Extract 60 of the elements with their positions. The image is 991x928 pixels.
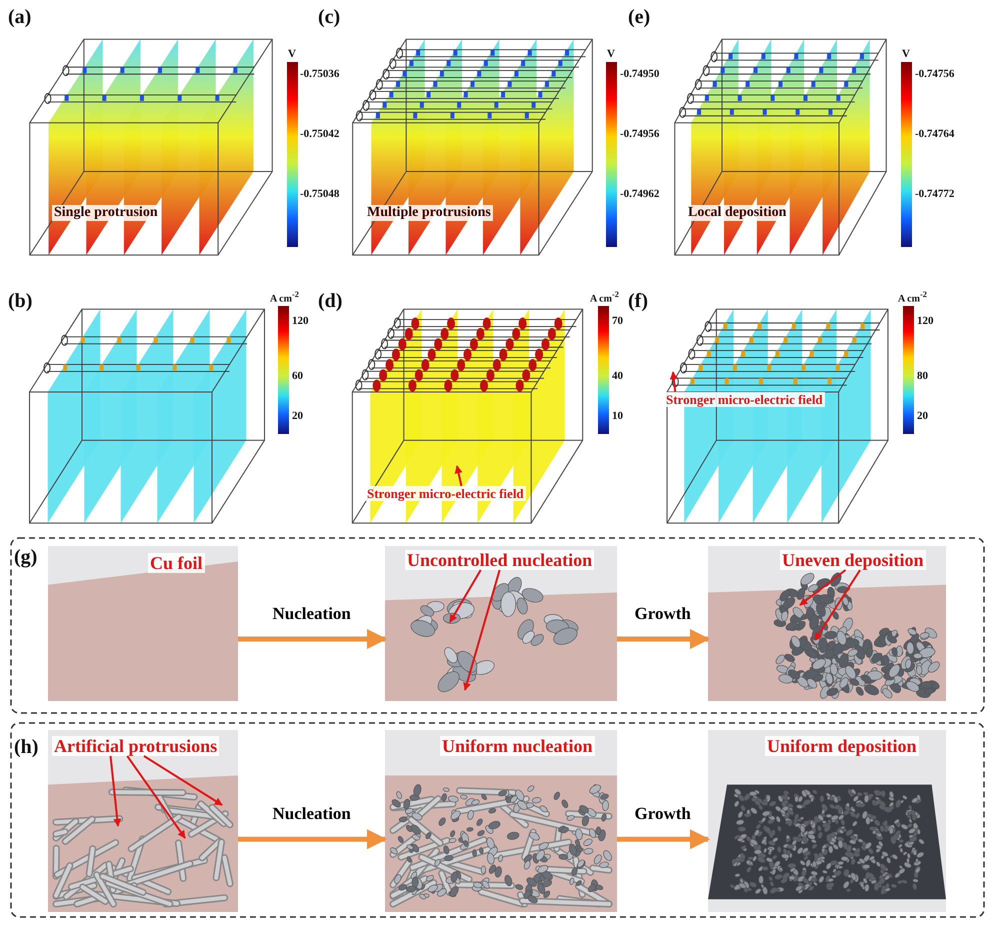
edge-label: Nucleation <box>272 605 351 624</box>
edge-label: Nucleation <box>272 805 351 824</box>
flow-arrow <box>238 629 387 649</box>
annotation-text: Stronger micro-electric field <box>664 392 825 407</box>
leader-arrow <box>449 570 482 623</box>
leader-arrow <box>126 755 186 839</box>
colorbar-tick: -0.75048 <box>300 188 340 200</box>
edge-label: Growth <box>634 805 691 824</box>
panel-label: (a) <box>8 6 32 29</box>
colorbar-tick: -0.74772 <box>915 188 954 200</box>
colorbar-tick: 80 <box>917 370 928 382</box>
colorbar-tick: 120 <box>917 315 934 327</box>
panel-label: (h) <box>14 736 38 759</box>
annotation-text: Multiple protrusions <box>365 205 493 221</box>
colorbar-tick: 70 <box>612 315 623 327</box>
leader-arrow <box>463 570 501 691</box>
leader-arrow <box>799 569 846 606</box>
annotation-text: Single protrusion <box>52 205 160 221</box>
colorbar-tick: 10 <box>612 410 623 422</box>
annotation-text: Local deposition <box>686 205 788 221</box>
colorbar-tick: -0.74756 <box>915 68 954 80</box>
annotation-text: Cu foil <box>148 553 205 573</box>
flow-arrow <box>617 629 710 649</box>
colorbar-tick: -0.74962 <box>620 188 660 200</box>
colorbar-unit: A cm$^{-2}$ <box>270 290 299 304</box>
panel-label: (b) <box>8 290 32 313</box>
colorbar-tick: -0.74950 <box>620 68 660 80</box>
annotation-text: Uniform nucleation <box>440 736 594 756</box>
colorbar-tick: 40 <box>612 370 623 382</box>
panel-label: (f) <box>628 290 648 313</box>
leader-arrow <box>670 371 678 392</box>
colorbar-unit: A cm$^{-2}$ <box>898 290 927 304</box>
leader-arrow <box>110 756 122 827</box>
colorbar-tick: 120 <box>292 315 308 327</box>
panel-label: (g) <box>14 546 38 569</box>
leader-arrow <box>814 569 861 641</box>
colorbar-tick: 20 <box>917 410 928 422</box>
colorbar-tick: 60 <box>292 370 303 382</box>
panel-label: (c) <box>318 6 340 29</box>
annotation-text: Uneven deposition <box>780 550 926 570</box>
annotation-text: Stronger micro-electric field <box>365 486 526 501</box>
colorbar-unit: V <box>607 48 615 60</box>
colorbar-unit: V <box>288 48 296 60</box>
leader-arrow <box>143 755 223 806</box>
annotation-text: Uniform deposition <box>765 736 919 756</box>
edge-label: Growth <box>634 605 691 624</box>
colorbar-tick: -0.75042 <box>300 128 340 140</box>
colorbar-tick: -0.75036 <box>300 68 340 80</box>
leader-arrow <box>454 465 462 486</box>
annotation-text: Artificial protrusions <box>52 736 220 756</box>
annotation-text: Uncontrolled nucleation <box>405 550 594 570</box>
flow-arrow <box>617 829 710 850</box>
flow-arrow <box>238 829 387 850</box>
panel-label: (d) <box>318 290 342 313</box>
colorbar-unit: V <box>902 48 910 60</box>
colorbar-unit: A cm$^{-2}$ <box>590 290 619 304</box>
panel-label: (e) <box>628 6 650 29</box>
colorbar-tick: 20 <box>292 410 303 422</box>
colorbar-tick: -0.74956 <box>620 128 660 140</box>
colorbar-tick: -0.74764 <box>915 128 954 140</box>
